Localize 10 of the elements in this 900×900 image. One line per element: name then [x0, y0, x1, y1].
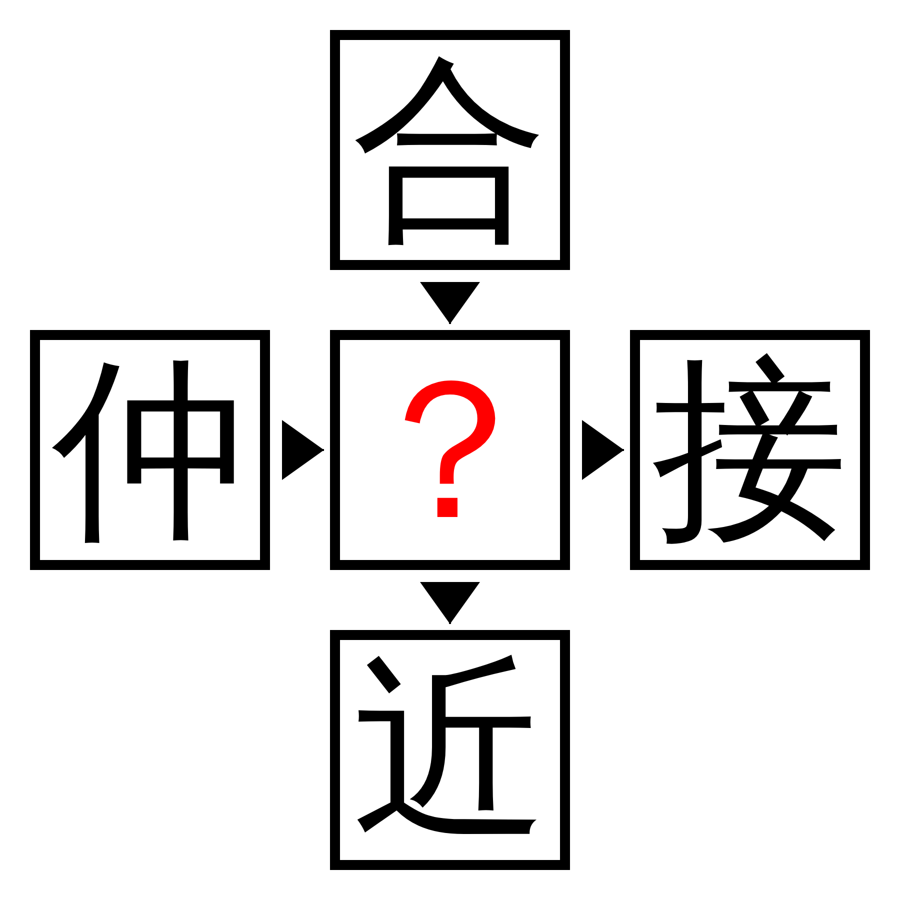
character-box [330, 630, 570, 870]
character-box [30, 330, 270, 570]
question-mark: ？ [352, 352, 548, 548]
character-box [330, 330, 570, 570]
character-box [330, 30, 570, 270]
kanji-character: 接 [652, 352, 848, 548]
kanji-character: 仲 [52, 352, 248, 548]
kanji-character: 近 [352, 652, 548, 848]
kanji-character: 合 [352, 52, 548, 248]
character-box [630, 330, 870, 570]
